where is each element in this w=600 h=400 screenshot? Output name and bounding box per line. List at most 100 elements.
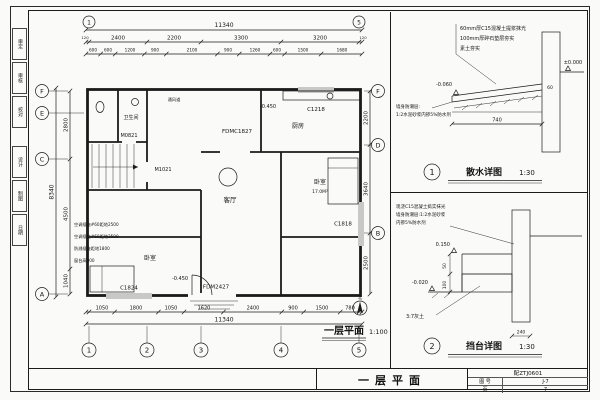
strip-cell: 校对 bbox=[12, 96, 27, 128]
room-label: 卫生间 bbox=[123, 114, 138, 121]
detail-1-drawing: ±0.000 -0.060 740 60 60mm厚C15混凝土提浆抹光 100… bbox=[396, 24, 584, 153]
dim-label: 3300 bbox=[234, 36, 248, 42]
axis-label: A bbox=[40, 290, 45, 298]
room-label: 厨房 bbox=[292, 122, 304, 130]
axis-label: B bbox=[376, 229, 380, 237]
furniture bbox=[89, 90, 362, 293]
title-block-table: 配ZTJ0601 图 号 J-7 页 7 bbox=[468, 369, 588, 393]
note-line: 现浇C15混凝土捣实抹光 bbox=[396, 203, 446, 210]
strip-cell: 制图 bbox=[12, 180, 27, 212]
dim-label: 2400 bbox=[111, 36, 125, 42]
axis-label: F bbox=[40, 87, 44, 95]
dim-label: 120 bbox=[81, 35, 89, 40]
dim-label: 1040 bbox=[64, 274, 70, 288]
axis-label: 1 bbox=[87, 19, 91, 26]
title-block: 一层平面 配ZTJ0601 图 号 J-7 页 7 bbox=[28, 368, 588, 393]
dim-chain-left: 2800 4500 1040 8340 bbox=[49, 85, 73, 300]
north-compass: 北 bbox=[352, 294, 368, 316]
dim-label: 2100 bbox=[187, 48, 198, 53]
note-line: 60mm厚C15混凝土提浆抹光 bbox=[460, 25, 526, 32]
door-tag: FDM2427 bbox=[203, 285, 230, 291]
room-label: 卧室 bbox=[144, 254, 156, 262]
dim-label: 3640 bbox=[364, 182, 370, 196]
axis-label: 5 bbox=[357, 347, 361, 355]
dim-label: 1050 bbox=[96, 306, 109, 312]
note-line: 内掺5%防水剂 bbox=[396, 219, 426, 226]
room-label: 客厅 bbox=[224, 195, 238, 204]
title-block-blank bbox=[28, 369, 317, 390]
caption-title: 一层平面 bbox=[324, 325, 364, 337]
dim-label: 8340 bbox=[49, 184, 56, 199]
dim-label: 2200 bbox=[364, 111, 370, 125]
dim-label: 1500 bbox=[298, 48, 309, 53]
note-line: 墙身防潮层:1:2水泥砂浆 bbox=[396, 211, 446, 218]
window-tag: C1824 bbox=[120, 286, 138, 292]
dim-label: 780 bbox=[345, 306, 355, 312]
floor-plan-canvas: 11340 120 2400 2200 3300 3200 120 600 60… bbox=[35, 15, 388, 358]
detail-scale: 1:30 bbox=[519, 169, 535, 177]
dim-chain-bottom: 1050 1800 1050 1620 2400 900 1500 780 11… bbox=[83, 306, 365, 327]
annotation: 空调插座#60距地2500 bbox=[74, 233, 119, 240]
strip-cell: 审定 bbox=[12, 28, 27, 60]
dim-label: 2200 bbox=[167, 36, 181, 42]
level-label: -0.020 bbox=[412, 280, 428, 286]
level-label: -0.060 bbox=[436, 82, 452, 88]
dim-label: 1800 bbox=[130, 306, 143, 312]
dim-label: 900 bbox=[288, 306, 298, 312]
annotation: 通风道 bbox=[168, 96, 181, 103]
strip-cell: 日期 bbox=[12, 214, 27, 246]
dim-label: 60 bbox=[547, 85, 553, 91]
dim-label: 900 bbox=[151, 48, 159, 53]
detail-title: 挡台详图 bbox=[466, 340, 502, 352]
inner-border bbox=[28, 10, 588, 390]
dim-label: 4500 bbox=[64, 207, 70, 221]
dim-label: 50 bbox=[442, 263, 448, 269]
dim-label: 1050 bbox=[165, 306, 178, 312]
door-tag: M1021 bbox=[154, 167, 171, 173]
level-label: -0.450 bbox=[260, 104, 276, 110]
outer-border bbox=[10, 6, 590, 392]
window-tag: C1818 bbox=[334, 222, 352, 228]
door-tag: M0821 bbox=[120, 133, 137, 139]
axis-label: 1 bbox=[87, 347, 91, 355]
axis-label: 4 bbox=[279, 347, 284, 355]
dim-label: 1500 bbox=[316, 306, 329, 312]
note-line: 100mm厚碎石垫层夯实 bbox=[460, 35, 514, 42]
room-label: 卧室 bbox=[314, 178, 326, 186]
atlas-code: 配ZTJ0601 bbox=[468, 369, 588, 378]
axis-label: 5 bbox=[357, 19, 361, 26]
detail-divider bbox=[390, 192, 588, 194]
dim-chain-top: 11340 120 2400 2200 3300 3200 120 600 60… bbox=[81, 22, 367, 57]
axis-label: 2 bbox=[145, 347, 149, 355]
note-line: 1:2水泥砂浆内掺5%防水剂 bbox=[396, 111, 451, 118]
caption-scale: 1:100 bbox=[369, 328, 388, 336]
dim-label: 2800 bbox=[64, 118, 70, 132]
dim-label: 600 bbox=[89, 48, 97, 53]
detail-2-drawing: 0.150 -0.020 50 100 240 现浇C15混凝土捣实抹光 墙身防… bbox=[396, 203, 582, 339]
sheet-number-value: J-7 bbox=[542, 378, 549, 385]
dim-label: 1200 bbox=[125, 48, 136, 53]
axis-label: E bbox=[40, 109, 44, 117]
detail-2-caption: 2 挡台详图 1:30 bbox=[423, 337, 542, 358]
level-label: 0.150 bbox=[436, 242, 450, 248]
window-tag: C1218 bbox=[307, 107, 325, 113]
axis-bubbles: 1 2 3 4 5 1 5 F E C A F D B bbox=[35, 15, 385, 358]
walls bbox=[86, 88, 362, 297]
dim-label: 740 bbox=[492, 118, 502, 124]
annotation: 空调插座#60距地2500 bbox=[74, 221, 119, 228]
dim-label: 11340 bbox=[214, 317, 233, 324]
level-label: ±0.000 bbox=[564, 60, 583, 66]
axis-label: F bbox=[376, 87, 380, 95]
dim-label: 600 bbox=[273, 48, 281, 53]
axis-label: C bbox=[40, 155, 45, 163]
level-label: -0.450 bbox=[172, 276, 188, 282]
dim-label: 3200 bbox=[313, 36, 327, 42]
openings: C1824 FDM2427 C1818 C1218 FDMC1827 M1021… bbox=[106, 87, 364, 310]
dim-label: 2400 bbox=[247, 306, 260, 312]
detail-2-canvas: 0.150 -0.020 50 100 240 现浇C15混凝土捣实抹光 墙身防… bbox=[396, 203, 582, 358]
room-area-label: 17.0M² bbox=[312, 189, 328, 195]
detail-1-caption: 1 散水详图 1:30 bbox=[423, 163, 542, 184]
dim-label: 11340 bbox=[214, 22, 233, 29]
page-label: 页 bbox=[468, 386, 503, 393]
